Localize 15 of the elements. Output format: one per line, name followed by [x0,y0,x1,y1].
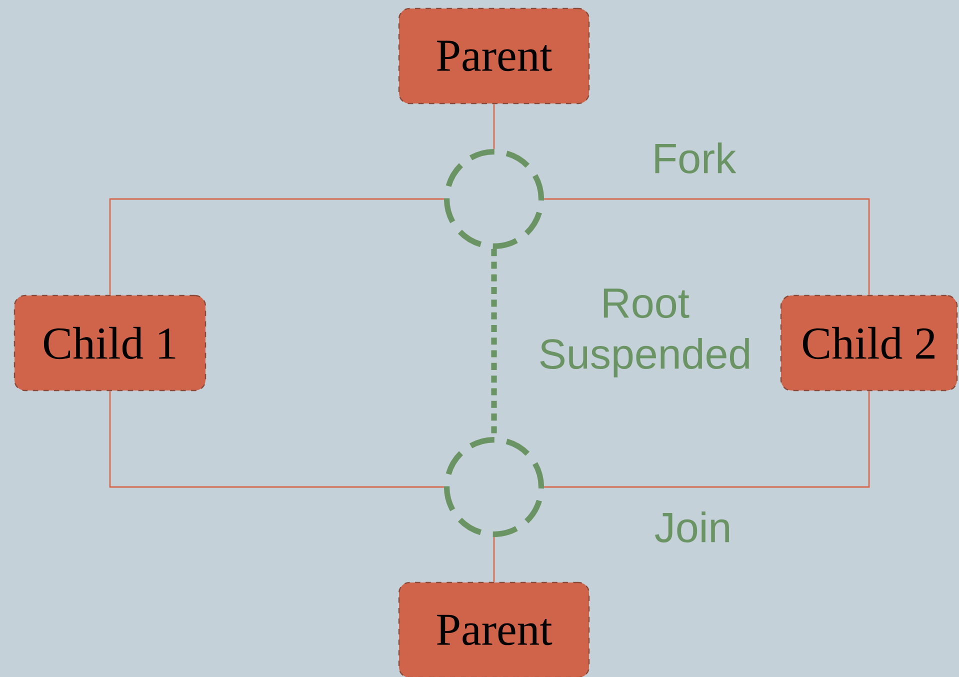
dashed-circle [444,436,544,538]
connector-line [544,391,870,488]
process-box: Parent [398,582,590,677]
edge-label: Root Suspended [520,286,770,380]
dashed-circle [444,148,544,250]
connector-line [493,104,495,149]
process-box: Parent [398,8,590,104]
connector-line [493,537,495,582]
connector-line [109,391,444,488]
process-box: Child 2 [780,294,958,392]
circle-label: Join [655,512,729,542]
circle-label: Fork [655,142,736,174]
connector-line [109,198,444,295]
process-box: Child 1 [14,294,206,392]
connector-line [544,198,870,295]
